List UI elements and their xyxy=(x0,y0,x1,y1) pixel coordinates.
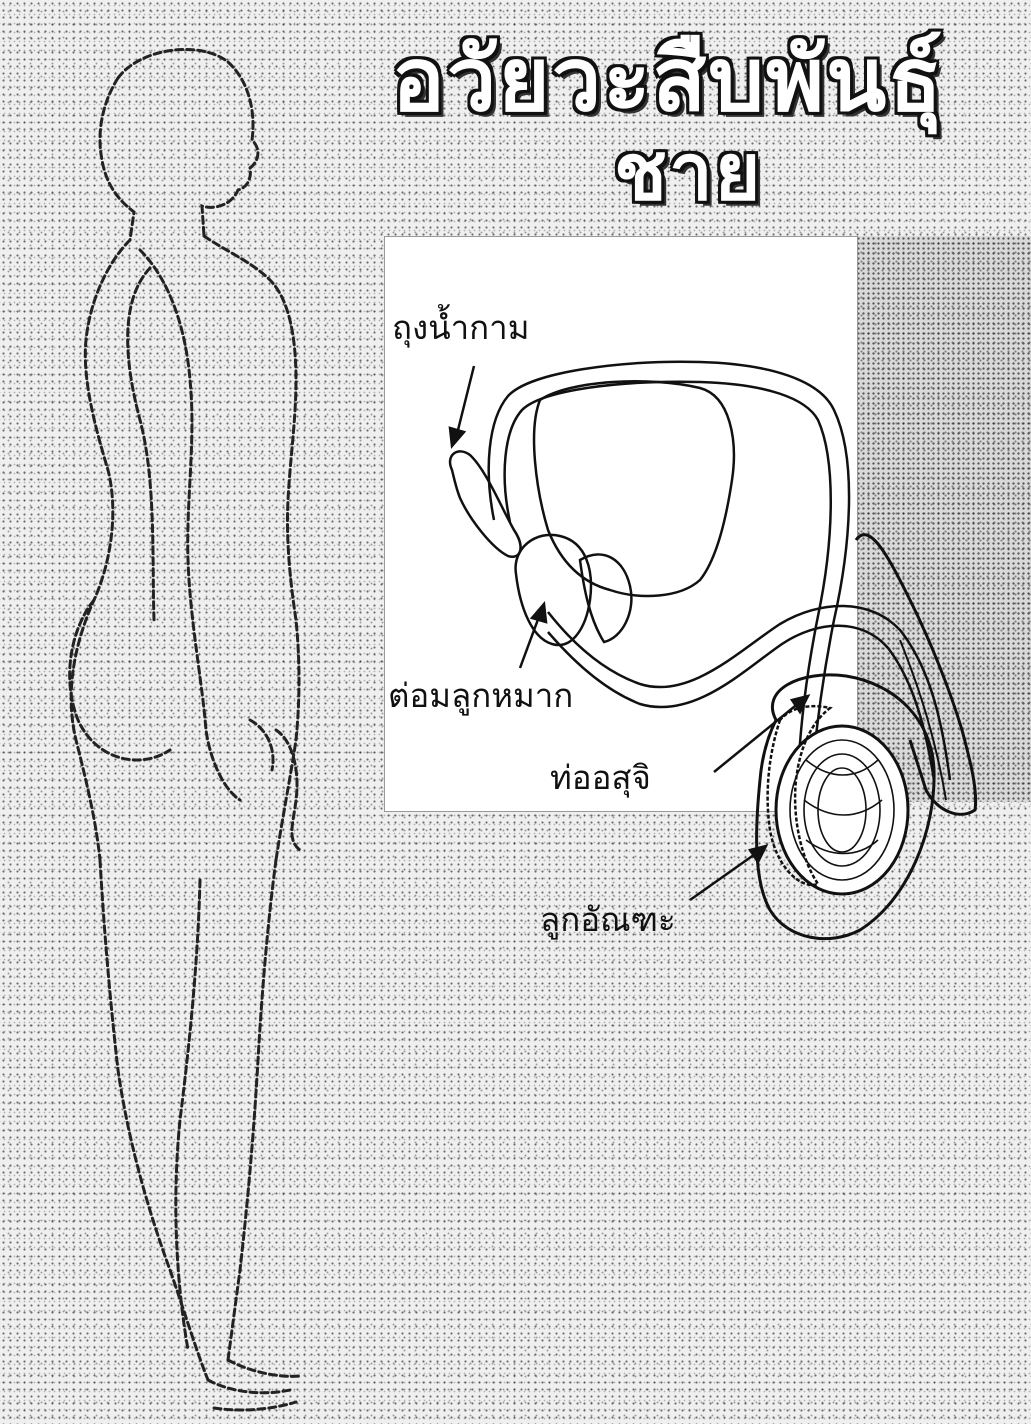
arrowhead-prostate xyxy=(532,604,546,622)
bladder xyxy=(534,381,734,596)
prostate-lobe xyxy=(580,554,631,642)
arrowhead-testis xyxy=(750,846,766,862)
prostate-shape xyxy=(516,535,591,645)
label-prostate: ต่อมลูกหมาก xyxy=(388,676,573,716)
label-testis: ลูกอัณฑะ xyxy=(540,900,676,940)
human-figure-outline xyxy=(70,49,300,1410)
label-vas-deferens: ท่ออสุจิ xyxy=(550,758,651,798)
figure-front-torso xyxy=(204,236,299,860)
arrow-seminal-vesicle xyxy=(456,366,474,438)
label-arrows xyxy=(450,366,808,900)
title-line2: ชาย xyxy=(614,128,762,218)
arrowhead-seminal-vesicle xyxy=(450,428,464,446)
figure-back-of-head xyxy=(100,78,134,240)
figure-hand xyxy=(250,720,300,850)
label-seminal-vesicle: ถุงน้ำกาม xyxy=(392,308,529,348)
testis-shape xyxy=(776,726,908,894)
figure-leg-back xyxy=(100,860,208,1380)
seminal-vesicle-shape xyxy=(450,451,521,556)
figure-feet xyxy=(208,1360,300,1410)
arrow-testis xyxy=(690,852,758,900)
figure-back-torso xyxy=(71,240,130,860)
figure-inner-leg xyxy=(176,880,200,1350)
title-line1: อวัยวะสืบพันธุ์ xyxy=(392,30,944,130)
figure-leg-front xyxy=(228,860,276,1360)
figure-arm xyxy=(128,250,240,800)
figure-head xyxy=(118,49,258,236)
